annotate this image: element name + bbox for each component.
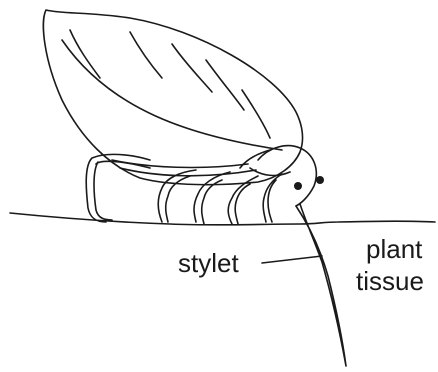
wing-vein — [70, 30, 100, 78]
wing-costa — [62, 40, 282, 150]
wing-vein — [130, 32, 162, 78]
wing-vein — [172, 44, 212, 92]
plant-tissue-label-line1: plant — [366, 236, 422, 262]
wing-vein — [206, 60, 244, 110]
aphid-abdomen-lines — [112, 160, 256, 176]
aphid-leg-front-2 — [263, 174, 282, 222]
aphid-leg-mid-2 — [194, 172, 230, 224]
wing-vein — [242, 90, 270, 138]
plant-surface-line — [10, 213, 435, 225]
aphid-eye-icon — [294, 182, 302, 190]
stylet-shape — [296, 204, 346, 366]
stylet-leader-line — [262, 256, 322, 263]
aphid-body-outline — [43, 10, 302, 185]
plant-tissue-label-line2: tissue — [356, 268, 424, 294]
stylet-label: stylet — [178, 250, 239, 276]
aphid-eye-icon — [316, 176, 324, 184]
aphid-leg-mid — [158, 170, 196, 222]
